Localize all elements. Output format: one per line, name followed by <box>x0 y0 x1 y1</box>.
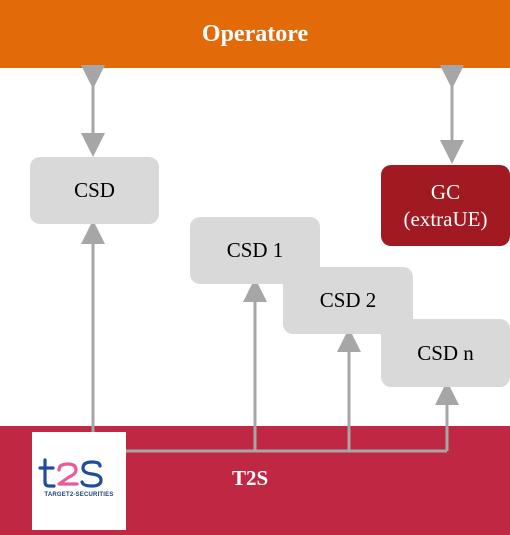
csd-2-label: CSD 2 <box>319 288 377 312</box>
t2s-label: T2S <box>232 466 269 490</box>
csd-label: CSD <box>74 178 115 202</box>
gc-extraue-box: GC (extraUE) <box>381 165 510 246</box>
operatore-label: Operatore <box>201 20 309 47</box>
t2s-logo-caption: TARGET2-SECURITIES <box>44 492 114 498</box>
csd-n-label: CSD n <box>417 340 474 365</box>
csd-2-box: CSD 2 <box>283 267 413 334</box>
csd-box: CSD <box>30 157 159 224</box>
gc-label: GC <box>430 180 461 205</box>
extraue-label: (extraUE) <box>403 206 488 231</box>
operatore-bar: Operatore <box>0 0 510 68</box>
t2s-logo-mark <box>38 458 103 488</box>
csd-1-label: CSD 1 <box>226 238 284 262</box>
csd-n-box: CSD n <box>381 319 510 387</box>
t2s-logo: TARGET2-SECURITIES <box>32 432 126 530</box>
